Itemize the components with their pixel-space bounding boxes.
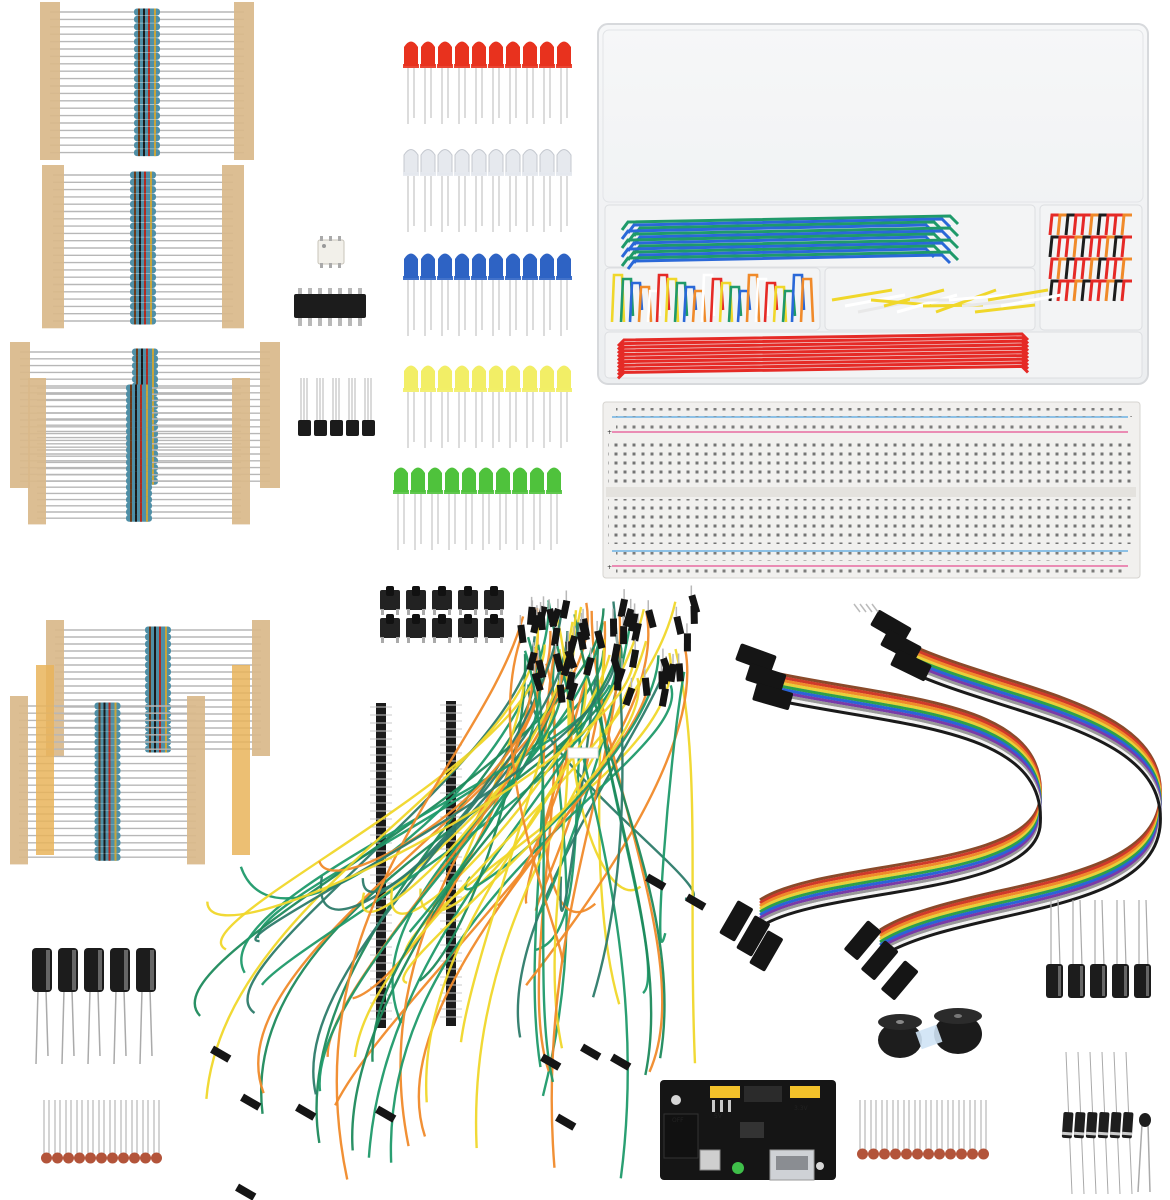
thermistor-icon xyxy=(1137,1113,1151,1193)
electrolytic-capacitor-icon xyxy=(32,899,1151,1065)
diode-icon xyxy=(1061,1051,1134,1195)
rail-plus-label: + xyxy=(607,429,612,436)
jumper-wire-bundle-icon xyxy=(193,585,707,1200)
power-module-icon: 5V 3.3V OFF xyxy=(660,1080,836,1181)
pin-header-icon xyxy=(370,701,462,1028)
module-off-label: OFF xyxy=(672,1117,684,1124)
tactile-button-icon xyxy=(380,586,504,643)
resistor-strip-icon xyxy=(40,2,254,329)
rail-plus-label-2: + xyxy=(607,564,612,571)
rail-minus-label: - xyxy=(1130,413,1132,420)
ceramic-capacitor-icon xyxy=(41,1100,989,1164)
led-icon xyxy=(393,41,572,550)
module-5v-label: 5V xyxy=(714,1113,723,1120)
module-33v-label: 3.3V xyxy=(794,1105,809,1112)
ribbon-cable-icon xyxy=(719,603,1162,1000)
jumper-wire-box-icon xyxy=(597,23,1149,385)
optocoupler-icon xyxy=(317,236,345,268)
buzzer-icon xyxy=(878,1008,982,1058)
transistor-icon xyxy=(298,378,375,436)
breadboard-icon: + - + xyxy=(602,401,1141,579)
ic-chip-icon xyxy=(294,288,366,326)
resistor-strip-icon xyxy=(10,342,280,525)
resistor-strip-icon xyxy=(10,665,250,865)
